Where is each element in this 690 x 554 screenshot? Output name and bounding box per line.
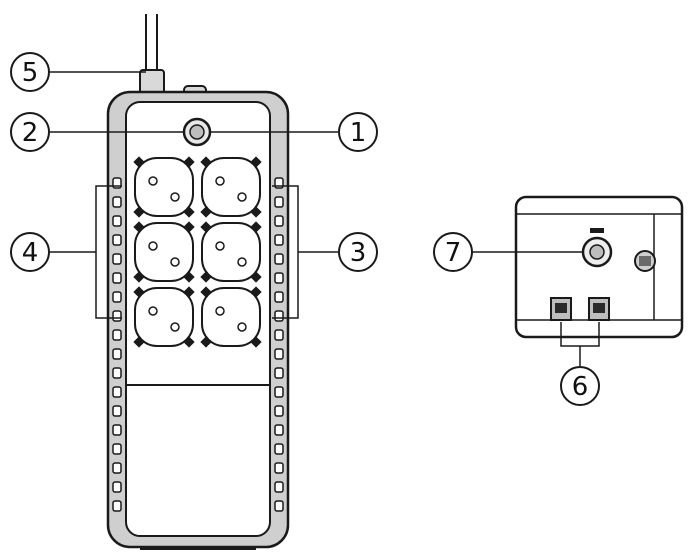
vent-slot-left [112, 500, 122, 512]
vent-slot-right [274, 443, 284, 455]
vent-slot-left [112, 234, 122, 246]
vent-slot-left [112, 272, 122, 284]
vent-slot-right [274, 329, 284, 341]
vent-slot-left [112, 215, 122, 227]
vent-slot-right [274, 424, 284, 436]
callout-4: 4 [10, 232, 50, 272]
power-inlet [634, 250, 656, 272]
vent-slot-right [274, 500, 284, 512]
callout-label-6: 6 [572, 372, 589, 402]
vent-slot-right [274, 215, 284, 227]
callout-label-1: 1 [350, 118, 367, 148]
outlet [200, 156, 262, 218]
outlet-group [133, 156, 262, 348]
vent-slots [112, 177, 284, 512]
vent-slot-left [112, 386, 122, 398]
callout-1: 1 [338, 112, 378, 152]
outlet [133, 156, 195, 218]
vent-slot-left [112, 196, 122, 208]
vent-slot-left [112, 443, 122, 455]
vent-slot-left [112, 405, 122, 417]
vent-slot-right [274, 386, 284, 398]
callout-6: 6 [560, 366, 600, 406]
vent-slot-left [112, 481, 122, 493]
callout-2: 2 [10, 112, 50, 152]
vent-slot-left [112, 291, 122, 303]
outlet [200, 286, 262, 348]
vent-slot-left [112, 253, 122, 265]
power-switch [182, 117, 212, 147]
callout-label-5: 5 [22, 58, 39, 88]
power-cord [145, 14, 158, 78]
vent-slot-left [112, 424, 122, 436]
vent-slot-left [112, 367, 122, 379]
callout-label-7: 7 [445, 238, 462, 268]
vent-slot-right [274, 253, 284, 265]
callout-label-4: 4 [22, 238, 39, 268]
vent-slot-right [274, 291, 284, 303]
vent-slot-left [112, 329, 122, 341]
circuit-breaker-button [581, 228, 613, 268]
vent-slot-left [112, 348, 122, 360]
vent-slot-right [274, 367, 284, 379]
vent-slot-right [274, 310, 284, 322]
data-port-left [550, 297, 572, 321]
vent-slot-right [274, 348, 284, 360]
front-view [95, 14, 299, 550]
callout-3: 3 [338, 232, 378, 272]
callouts [50, 71, 583, 253]
callout-label-3: 3 [350, 238, 367, 268]
vent-slot-left [112, 310, 122, 322]
data-port-right [588, 297, 610, 321]
outlet [200, 221, 262, 283]
vent-slot-right [274, 234, 284, 246]
vent-slot-right [274, 481, 284, 493]
outlet [133, 221, 195, 283]
callout-label-2: 2 [22, 118, 39, 148]
vent-slot-right [274, 196, 284, 208]
side-view [514, 195, 684, 366]
outlet [133, 286, 195, 348]
vent-slot-right [274, 462, 284, 474]
callout-5: 5 [10, 52, 50, 92]
callout-7: 7 [433, 232, 473, 272]
vent-slot-right [274, 405, 284, 417]
vent-slot-left [112, 462, 122, 474]
vent-slot-right [274, 272, 284, 284]
